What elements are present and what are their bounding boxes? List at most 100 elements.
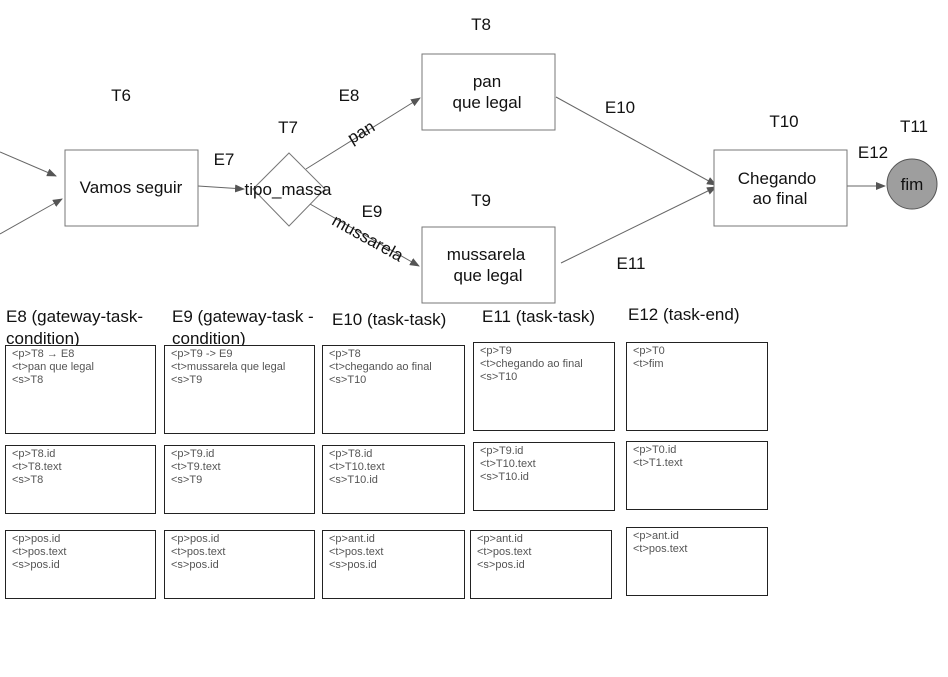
note-line: <t>T10.text [329,461,385,473]
note-line: <t>pos.text [171,546,226,558]
edge-e11-id: E11 [617,254,646,273]
note-line: <t>chegando ao final [329,361,432,373]
note-line: <p>T9 -> E9 [171,348,233,360]
note-line: <t>pos.text [329,546,384,558]
task-t10[interactable] [713,149,848,227]
note-line: <s>T10 [329,374,367,386]
note-line: <s>T10.id [480,471,529,483]
edge-e7 [197,184,245,193]
column-title-e11-text: E11 (task-task) [482,307,596,326]
note-line: <t>mussarela que legal [171,361,286,373]
gateway-t7-id: T7 [278,118,298,137]
note-line: <p>T0 [633,345,665,357]
column-title-e12: E12 (task-end) [628,304,740,326]
column-title-e10: E10 (task-task) [332,309,446,331]
task-t8-label-line2: que legal [452,93,521,112]
note-e11-generic: <p>ant.id <t>pos.text <s>pos.id [470,530,612,599]
note-e11-values: <p>T9 <t>chegando ao final <s>T10 [473,342,615,431]
column-title-e9-text: E9 (gateway-task - condition) [172,307,314,348]
task-t8-label-line1: pan [473,72,501,91]
note-e8-generic: <p>pos.id <t>pos.text <s>pos.id [5,530,156,599]
note-e12-generic: <p>ant.id <t>pos.text [626,527,768,596]
edge-e8 [305,97,421,170]
column-title-e12-text: E12 (task-end) [628,305,740,324]
end-event-t11[interactable] [886,158,938,210]
edge-e10-id: E10 [605,98,635,117]
column-title-e8: E8 (gateway-task- condition) [6,306,143,350]
note-line: <p>T8 [329,348,361,360]
note-line: <t>T8.text [12,461,62,473]
edge-e9-id: E9 [362,202,383,221]
edge-e12-id: E12 [858,143,888,162]
note-e12-values: <p>T0 <t>fim [626,342,768,431]
column-title-e8-text: E8 (gateway-task- condition) [6,307,143,348]
incoming-edge-top [0,151,57,177]
end-event-t11-label: fim [901,175,924,194]
note-line: <t>T1.text [633,457,683,469]
task-t9[interactable] [421,226,556,304]
note-line: <s>pos.id [477,559,525,571]
note-line: <t>chegando ao final [480,358,583,370]
note-e8-ids: <p>T8.id <t>T8.text <s>T8 [5,445,156,514]
column-title-e10-text: E10 (task-task) [332,310,447,329]
note-line: <s>T8 [12,374,44,386]
column-title-e9: E9 (gateway-task - condition) [172,306,314,350]
task-t6-label: Vamos seguir [80,178,183,197]
note-line: <p>ant.id [633,530,679,542]
note-line: <p>T9 [480,345,512,357]
gateway-t7[interactable] [252,152,326,227]
note-line: <s>T9 [171,374,203,386]
note-line: <p>pos.id [12,533,61,545]
note-line: <s>T10 [480,371,518,383]
task-t8[interactable] [421,53,556,131]
task-t10-label-line2: ao final [753,189,808,208]
note-line: <s>pos.id [12,559,60,571]
task-t6[interactable] [64,149,199,227]
column-title-e11: E11 (task-task) [482,306,595,328]
note-line: <s>pos.id [171,559,219,571]
note-line: <t>pos.text [12,546,67,558]
note-line: <t>pos.text [633,543,688,555]
note-line: <t>T9.text [171,461,221,473]
note-line: <p>T8.id [329,448,373,460]
note-line: <p>pos.id [171,533,220,545]
gateway-t7-label: tipo_massa [245,180,332,199]
note-e10-ids: <p>T8.id <t>T10.text <s>T10.id [322,445,465,514]
note-e10-generic: <p>ant.id <t>pos.text <s>pos.id [322,530,465,599]
note-e8-values: <p>T8 → E8 <t>pan que legal <s>T8 [5,345,156,434]
note-line: <s>T9 [171,474,203,486]
note-e9-ids: <p>T9.id <t>T9.text <s>T9 [164,445,315,514]
note-line: <t>T10.text [480,458,536,470]
edge-e11 [560,186,717,264]
note-e11-ids: <p>T9.id <t>T10.text <s>T10.id [473,442,615,511]
note-e9-values: <p>T9 -> E9 <t>mussarela que legal <s>T9 [164,345,315,434]
note-line: <s>T10.id [329,474,378,486]
task-t10-label-line1: Chegando [738,169,816,188]
edge-e8-condition: pan [344,117,378,148]
note-line: <t>pos.text [477,546,532,558]
task-t8-id: T8 [471,15,491,34]
note-line: <p>T8 → E8 [12,348,75,360]
task-t9-label-line1: mussarela [447,245,526,264]
edge-e10 [555,96,717,186]
note-line: <p>ant.id [329,533,375,545]
task-t9-id: T9 [471,191,491,210]
note-e12-ids: <p>T0.id <t>T1.text [626,441,768,510]
note-e9-generic: <p>pos.id <t>pos.text <s>pos.id [164,530,315,599]
note-line: <p>ant.id [477,533,523,545]
note-line: <p>T9.id [480,445,524,457]
task-t9-label-line2: que legal [453,266,522,285]
note-e10-values: <p>T8 <t>chegando ao final <s>T10 [322,345,465,434]
task-t10-id: T10 [769,112,798,131]
note-line: <t>fim [633,358,664,370]
edge-e9 [309,203,420,267]
note-line: <s>T8 [12,474,44,486]
end-event-t11-id: T11 [900,117,928,136]
note-line: <p>T9.id [171,448,215,460]
edge-e7-id: E7 [214,150,235,169]
edge-e8-id: E8 [339,86,360,105]
task-t6-id: T6 [111,86,131,105]
note-line: <t>pan que legal [12,361,94,373]
incoming-edge-bottom [0,198,63,235]
